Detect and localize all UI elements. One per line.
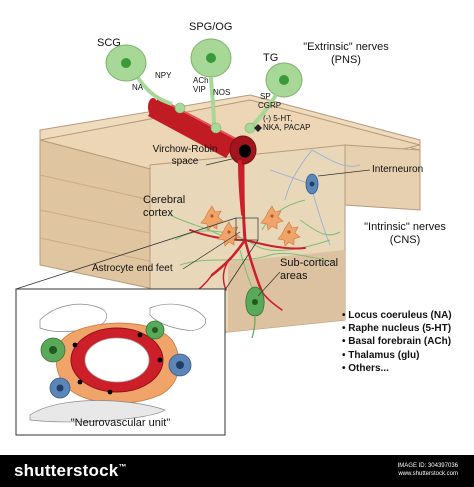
source-nucleus-item: Locus coeruleus (NA)	[342, 309, 452, 322]
source-nuclei-list: Locus coeruleus (NA) Raphe nucleus (5-HT…	[342, 309, 452, 375]
brand-logo: shutterstock™	[14, 461, 127, 481]
label-cns: (CNS)	[350, 235, 460, 247]
astrocyte-nucleus	[210, 214, 213, 217]
tissue-block-right	[345, 145, 420, 210]
source-nucleus-item: Others...	[342, 362, 452, 375]
label-npy: NPY	[155, 72, 171, 80]
label-subcortical-2: areas	[280, 271, 308, 283]
astrocyte-nucleus	[287, 230, 290, 233]
label-cgrp: CGRP	[258, 102, 281, 110]
label-na: NA	[132, 84, 143, 92]
label-virchow-robin-2: space	[150, 157, 220, 168]
interneuron-nucleus	[310, 182, 315, 187]
label-scg: SCG	[97, 38, 121, 50]
label-cerebral-cortex-1: Cerebral	[143, 195, 185, 207]
label-virchow-robin-1: Virchow-Robin	[150, 145, 220, 156]
nerve-terminal	[245, 123, 255, 133]
label-subcortical-1: Sub-cortical	[280, 258, 338, 270]
label-interneuron: Interneuron	[372, 165, 423, 176]
source-nucleus-item: Thalamus (glu)	[342, 349, 452, 362]
label-nos: NOS	[213, 89, 230, 97]
label-astrocyte-end-feet: Astrocyte end feet	[92, 264, 173, 275]
astrocyte-nucleus	[270, 214, 273, 217]
source-nucleus-item: Basal forebrain (ACh)	[342, 335, 452, 348]
label-tg: TG	[263, 53, 278, 65]
label-neurovascular-unit: "Neurovascular unit"	[16, 418, 225, 430]
label-nka-pacap: NKA, PACAP	[263, 124, 310, 132]
nerve-terminal	[211, 123, 221, 133]
source-nucleus-item: Raphe nucleus (5-HT)	[342, 322, 452, 335]
label-extrinsic: "Extrinsic" nerves	[296, 42, 396, 54]
neuron-nucleus	[252, 299, 258, 305]
watermark-footer: shutterstock™ IMAGE ID: 304397036 www.sh…	[0, 455, 474, 487]
nerve-terminal	[175, 103, 185, 113]
label-spg-og: SPG/OG	[189, 22, 232, 34]
astrocyte-nucleus	[227, 230, 230, 233]
label-cerebral-cortex-2: cortex	[143, 208, 173, 220]
label-vip: VIP	[193, 86, 206, 94]
label-pns: (PNS)	[296, 55, 396, 67]
image-id: IMAGE ID: 304397036 www.shutterstock.com	[398, 463, 458, 479]
label-intrinsic: "Intrinsic" nerves	[350, 222, 460, 234]
